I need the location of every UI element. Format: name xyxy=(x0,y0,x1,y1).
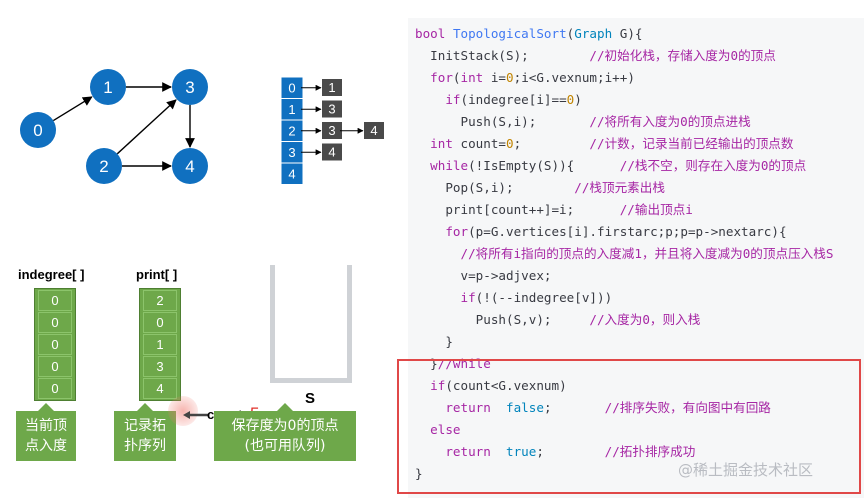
graph-node-label: 1 xyxy=(103,78,112,97)
indegree-cell-2: 0 xyxy=(38,334,72,355)
edge-0-1 xyxy=(52,96,93,122)
graph-node-label: 4 xyxy=(185,157,194,176)
code-line: for(p=G.vertices[i].firstarc;p;p=p->next… xyxy=(445,224,787,239)
print-cell-1: 0 xyxy=(143,312,177,333)
diagram-canvas: 0 1 2 3 4 0 1 1 3 2 3 4 3 4 4 xyxy=(20,69,384,185)
stack-caption: 保存度为0的顶点 (也可用队列) xyxy=(214,403,356,461)
print-cell-4: 4 xyxy=(143,378,177,399)
stack-bottom xyxy=(270,378,352,383)
adj-node-label: 1 xyxy=(328,80,335,95)
code-line: while(!IsEmpty(S)){ //栈不空，则存在入度为0的顶点 xyxy=(430,158,807,173)
stack-right-wall xyxy=(347,265,352,383)
indegree-title: indegree[ ] xyxy=(18,267,85,282)
indegree-cell-0: 0 xyxy=(38,290,72,311)
print-cell-2: 1 xyxy=(143,334,177,355)
graph-node-label: 3 xyxy=(185,78,194,97)
stack-caption-line-2: (也可用队列) xyxy=(244,438,326,454)
graph-node-4: 4 xyxy=(172,148,208,184)
code-panel xyxy=(408,18,864,498)
code-line: v=p->adjvex; xyxy=(415,268,552,283)
code-line: else xyxy=(430,422,461,437)
adj-node-label: 3 xyxy=(328,123,335,138)
print-title: print[ ] xyxy=(136,267,178,282)
code-line: Push(S,i); //将所有入度为0的顶点进栈 xyxy=(415,114,751,129)
adj-head-2: 2 xyxy=(280,119,304,142)
code-line: Push(S,v); //入度为0，则入栈 xyxy=(415,312,701,327)
code-line: if(count<G.vexnum) xyxy=(430,378,567,393)
count-pointer-glow xyxy=(168,396,198,426)
graph-node-0: 0 xyxy=(20,112,56,148)
adj-node-2-3: 3 xyxy=(322,122,342,139)
code-line: bool TopologicalSort(Graph G){ xyxy=(415,26,643,41)
adj-head-4: 4 xyxy=(280,162,304,185)
adj-head-0: 0 xyxy=(280,76,304,99)
adj-head-3: 3 xyxy=(280,141,304,164)
adj-head-label: 0 xyxy=(288,81,295,96)
code-line: //将所有i指向的顶点的入度减1，并且将入度减为0的顶点压入栈S xyxy=(460,246,834,261)
adj-head-label: 4 xyxy=(288,167,295,182)
code-line: int count=0; //计数，记录当前已经输出的顶点数 xyxy=(430,136,794,151)
indegree-caption-line-1: 当前顶 xyxy=(25,418,67,434)
indegree-cell-4: 0 xyxy=(38,378,72,399)
stack-label: S xyxy=(305,390,316,407)
graph-node-1: 1 xyxy=(90,69,126,105)
graph-node-3: 3 xyxy=(172,69,208,105)
adj-node-label: 4 xyxy=(328,145,335,160)
adj-node-1-3: 3 xyxy=(322,100,342,118)
indegree-caption: 当前顶 点入度 xyxy=(16,403,76,461)
print-caption: 记录拓 扑序列 xyxy=(114,403,176,461)
adj-node-0-1: 1 xyxy=(322,79,342,96)
code-line: print[count++]=i; //输出顶点i xyxy=(415,202,693,217)
code-line: if(indegree[i]==0) xyxy=(445,92,582,107)
adj-head-label: 3 xyxy=(288,145,295,160)
code-line: return true; //拓扑排序成功 xyxy=(445,444,696,459)
edge-2-3 xyxy=(116,99,177,155)
adj-node-2-4: 4 xyxy=(364,122,384,139)
code-line: } xyxy=(415,334,453,349)
code-line: Pop(S,i); //栈顶元素出栈 xyxy=(415,180,665,195)
count-pointer-arrow xyxy=(183,411,209,419)
adj-node-label: 3 xyxy=(328,102,335,117)
graph-node-2: 2 xyxy=(86,148,122,184)
indegree-caption-line-2: 点入度 xyxy=(25,438,67,454)
print-caption-line-2: 扑序列 xyxy=(124,438,166,454)
stack-caption-line-1: 保存度为0的顶点 xyxy=(231,418,339,434)
code-block: bool TopologicalSort(Graph G){ InitStack… xyxy=(415,23,833,485)
code-line: } xyxy=(415,466,423,481)
adj-node-3-4: 4 xyxy=(322,143,342,161)
highlight-box xyxy=(397,359,861,494)
code-line: if(!(--indegree[v])) xyxy=(460,290,613,305)
code-line: InitStack(S); //初始化栈，存储入度为0的顶点 xyxy=(415,48,776,63)
adj-node-label: 4 xyxy=(370,123,377,138)
indegree-cell-1: 0 xyxy=(38,312,72,333)
adj-head-1: 1 xyxy=(280,98,304,121)
code-line: for(int i=0;i<G.vexnum;i++) xyxy=(430,70,635,85)
watermark: @稀土掘金技术社区 xyxy=(678,461,814,479)
graph-node-label: 2 xyxy=(99,157,108,176)
stack-left-wall xyxy=(270,265,275,383)
code-line: return false; //排序失败，有向图中有回路 xyxy=(445,400,771,415)
adj-head-label: 1 xyxy=(288,102,295,117)
print-cell-3: 3 xyxy=(143,356,177,377)
adj-head-label: 2 xyxy=(288,124,295,139)
indegree-cell-3: 0 xyxy=(38,356,72,377)
print-cell-0: 2 xyxy=(143,290,177,311)
graph-node-label: 0 xyxy=(33,121,42,140)
print-caption-line-1: 记录拓 xyxy=(124,418,166,434)
